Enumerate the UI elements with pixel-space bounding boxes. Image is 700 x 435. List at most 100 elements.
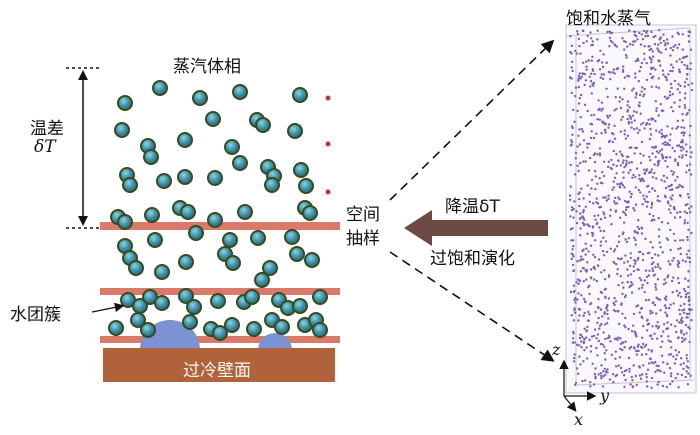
vapor-particle xyxy=(677,259,680,263)
vapor-particle xyxy=(677,281,681,285)
vapor-particle xyxy=(681,119,685,122)
vapor-particle xyxy=(602,73,606,76)
vapor-particle xyxy=(661,384,665,388)
vapor-particle xyxy=(685,316,688,319)
vapor-particle xyxy=(648,269,651,272)
water-molecule xyxy=(178,288,194,304)
water-molecule xyxy=(205,111,221,127)
vapor-particle xyxy=(656,164,659,167)
vapor-particle xyxy=(616,272,619,276)
vapor-particle xyxy=(666,165,669,168)
vapor-particle xyxy=(592,253,595,256)
vapor-particle xyxy=(578,280,582,283)
vapor-particle xyxy=(594,239,597,242)
vapor-particle xyxy=(604,323,607,326)
vapor-particle xyxy=(657,381,660,384)
vapor-particle xyxy=(676,161,680,165)
vapor-particle xyxy=(607,123,611,126)
vapor-particle xyxy=(623,129,626,132)
vapor-particle xyxy=(666,142,669,145)
vapor-particle xyxy=(580,294,583,297)
vapor-particle xyxy=(574,301,577,304)
water-molecule xyxy=(192,90,208,106)
vapor-particle xyxy=(601,107,604,110)
vapor-particle xyxy=(682,147,685,151)
vapor-particle xyxy=(618,182,622,186)
vapor-particle xyxy=(664,281,667,284)
vapor-particle xyxy=(626,117,629,121)
vapor-particle xyxy=(671,173,675,176)
vapor-particle xyxy=(633,128,636,131)
vapor-particle xyxy=(603,269,606,272)
vapor-particle xyxy=(632,324,635,327)
water-molecule xyxy=(152,80,168,96)
vapor-particle xyxy=(613,248,617,251)
vapor-particle xyxy=(625,159,628,162)
vapor-particle xyxy=(661,340,664,343)
vapor-particle xyxy=(588,381,592,384)
vapor-particle xyxy=(680,329,683,332)
vapor-particle xyxy=(598,147,602,150)
vapor-particle xyxy=(679,319,683,322)
vapor-particle xyxy=(592,265,596,269)
vapor-particle xyxy=(657,325,661,328)
vapor-particle xyxy=(612,186,616,189)
vapor-particle xyxy=(661,156,664,159)
vapor-particle xyxy=(575,281,578,284)
vapor-particle xyxy=(639,112,642,115)
vapor-particle xyxy=(627,327,630,331)
vapor-particle xyxy=(603,367,606,371)
vapor-particle xyxy=(600,322,603,326)
vapor-particle xyxy=(676,125,680,128)
vapor-particle xyxy=(629,117,633,120)
vapor-particle xyxy=(602,196,605,199)
vapor-particle xyxy=(632,312,636,316)
vapor-particle xyxy=(659,246,662,249)
vapor-particle xyxy=(678,58,681,61)
vapor-particle xyxy=(669,303,672,306)
vapor-particle xyxy=(669,69,672,73)
vapor-particle xyxy=(684,290,687,293)
vapor-particle xyxy=(604,240,608,243)
vapor-particle xyxy=(678,70,681,74)
vapor-particle xyxy=(599,240,603,243)
water-molecule xyxy=(186,299,202,315)
vapor-particle xyxy=(577,74,581,78)
vapor-particle xyxy=(576,260,579,263)
vapor-particle xyxy=(651,267,654,270)
vapor-particle xyxy=(668,144,671,147)
vapor-particle xyxy=(599,372,602,375)
vapor-particle xyxy=(607,297,610,300)
vapor-particle xyxy=(633,330,636,333)
vapor-particle xyxy=(650,66,653,70)
vapor-particle xyxy=(647,322,651,325)
vapor-particle xyxy=(685,253,688,256)
vapor-particle xyxy=(671,93,674,96)
vapor-particle xyxy=(579,52,582,55)
vapor-particle xyxy=(689,62,692,65)
vapor-particle xyxy=(621,292,624,296)
vapor-particle xyxy=(685,293,688,296)
vapor-particle xyxy=(598,327,601,330)
vapor-particle xyxy=(689,155,692,159)
vapor-particle xyxy=(608,71,612,74)
vapor-particle xyxy=(584,300,587,304)
vapor-particle xyxy=(669,184,672,187)
vapor-particle xyxy=(590,130,593,133)
vapor-particle xyxy=(649,309,652,313)
vapor-particle xyxy=(575,343,579,346)
vapor-particle xyxy=(671,49,675,52)
vapor-particle xyxy=(578,204,581,208)
cooling-arrow xyxy=(404,210,548,246)
vapor-particle xyxy=(594,175,597,178)
vapor-particle xyxy=(674,158,677,161)
vapor-particle xyxy=(613,200,616,203)
vapor-particle xyxy=(607,160,610,163)
vapor-particle xyxy=(621,281,624,284)
vapor-particle xyxy=(650,58,653,61)
vapor-particle xyxy=(669,211,672,214)
vapor-particle xyxy=(688,260,692,264)
water-molecule xyxy=(254,272,270,288)
vapor-particle xyxy=(650,85,653,89)
vapor-particle xyxy=(659,267,662,270)
